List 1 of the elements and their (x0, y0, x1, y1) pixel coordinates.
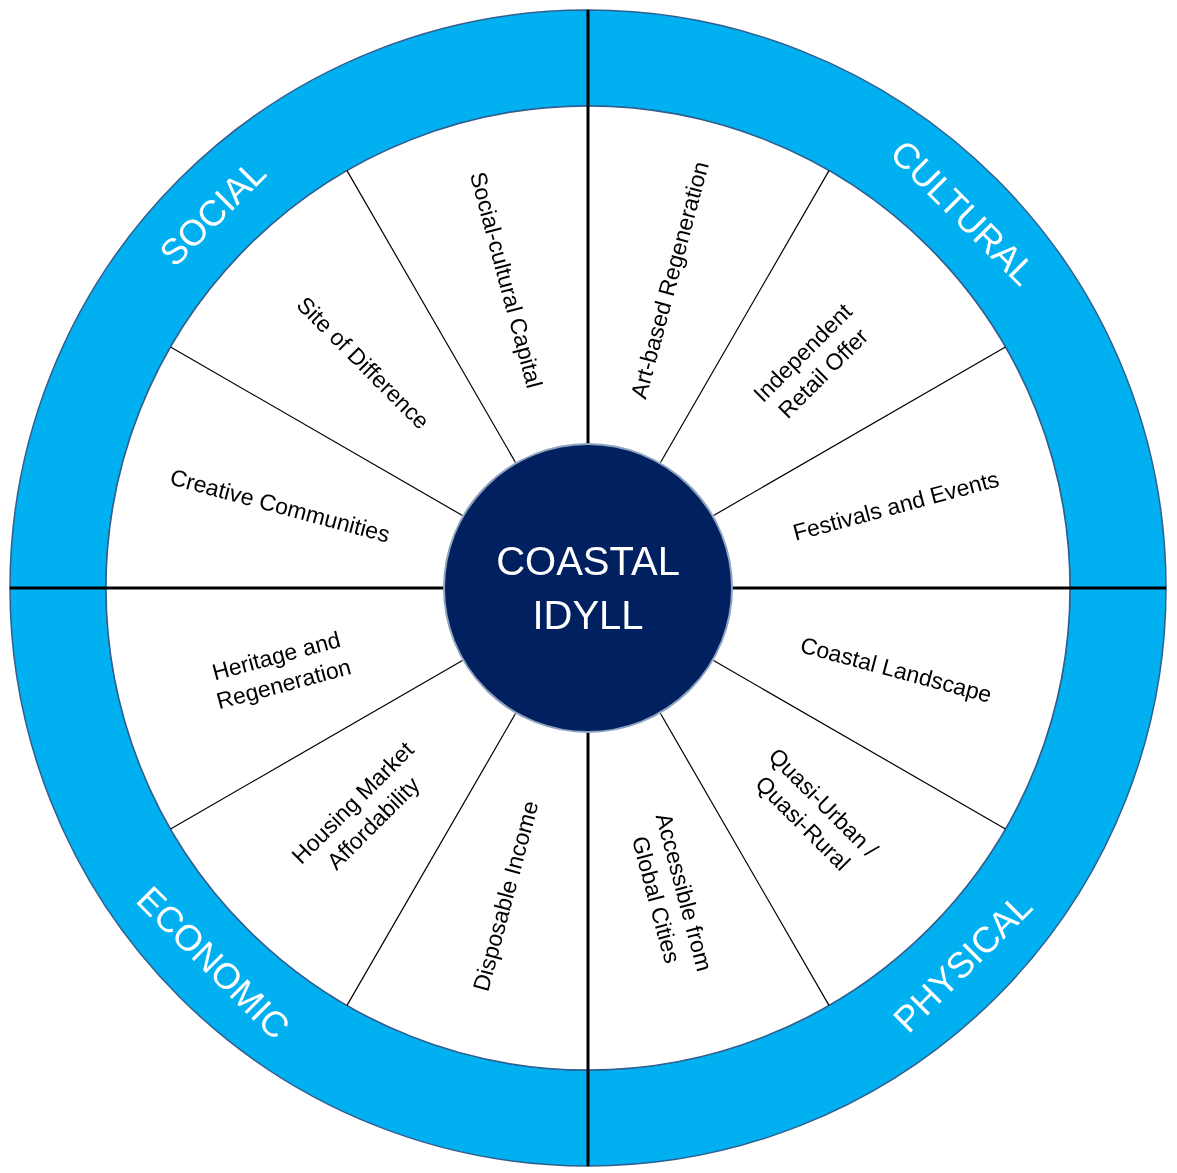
segment-label: Festivals and Events (747, 452, 1045, 559)
